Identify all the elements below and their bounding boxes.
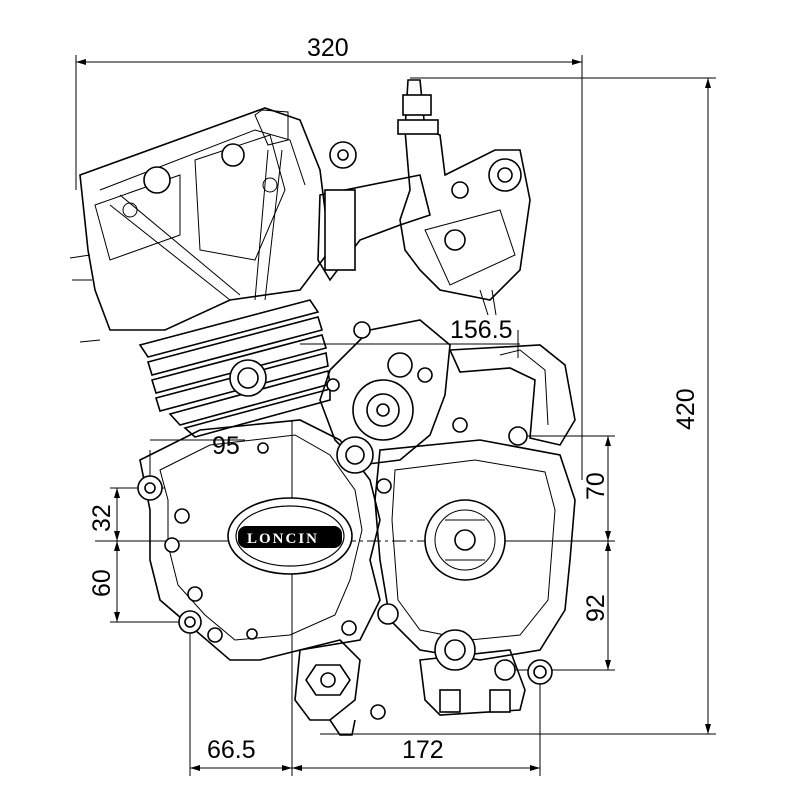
engine-outline: [69, 79, 576, 736]
dim-32: 32: [88, 504, 116, 532]
dim-92: 92: [582, 594, 610, 622]
dim-172: 172: [402, 736, 444, 764]
dim-66-5: 66.5: [207, 736, 256, 764]
brand-logo: [227, 497, 353, 575]
cover-bolts: [137, 367, 528, 720]
dimension-labels: 320 420 156.5 95 70 92 32 60 66.5 172 LO…: [88, 34, 700, 764]
dim-overall-height: 420: [672, 388, 700, 430]
dim-70: 70: [582, 472, 610, 500]
dim-overall-width: 320: [307, 34, 349, 62]
dim-95: 95: [212, 432, 240, 460]
dim-156-5: 156.5: [450, 316, 513, 344]
dim-60: 60: [88, 569, 116, 597]
brand-logo-text: LONCIN: [247, 531, 319, 547]
